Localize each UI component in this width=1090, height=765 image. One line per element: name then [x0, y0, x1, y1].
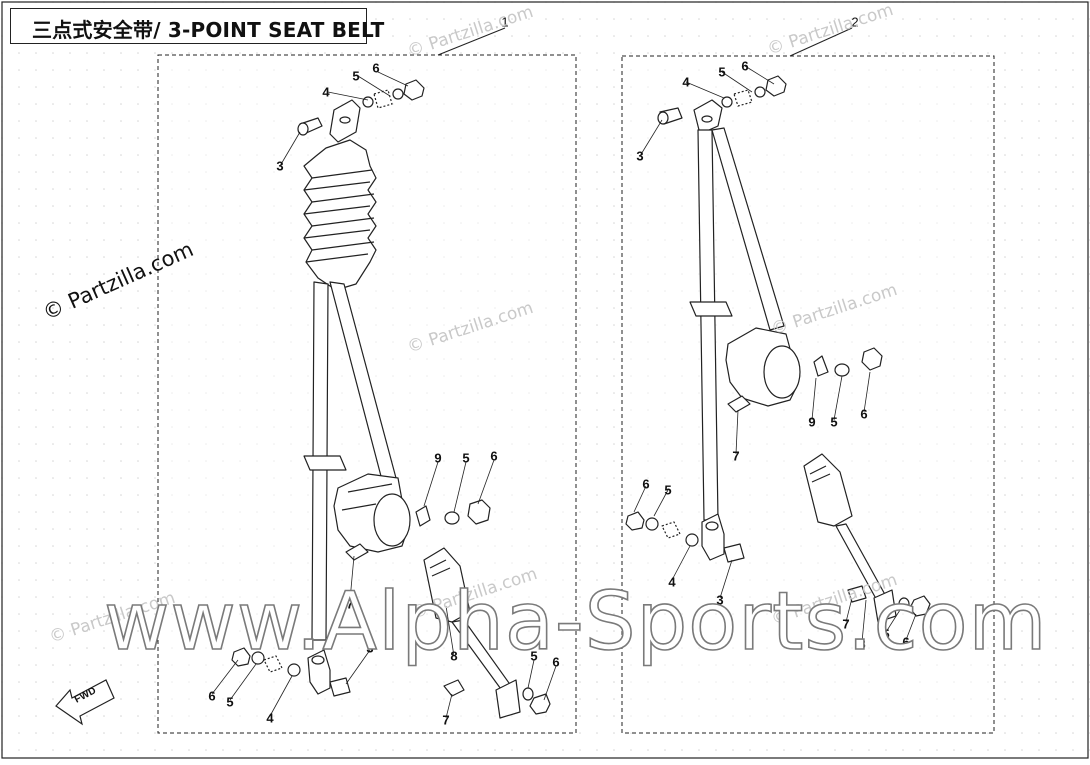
nut-right-lower: [625, 511, 645, 531]
bolt-right-mid: [727, 395, 751, 413]
callout-right-6-mid: 6: [860, 406, 868, 422]
watermark-alpha-sports: www.Alpha-Sports.com: [103, 574, 1048, 669]
callout-left-7-buckle: 7: [442, 712, 450, 728]
washer-left-upper-2: [392, 88, 404, 100]
callout-right-6-buckle: 6: [902, 634, 910, 650]
clip-right: [813, 355, 829, 377]
bolt-left-mid: [345, 543, 369, 561]
page-title: 三点式安全带/ 3-POINT SEAT BELT: [32, 18, 385, 42]
callout-left-5-upper: 5: [352, 68, 360, 84]
clip-left: [415, 505, 431, 527]
guide-tab-left: [303, 455, 347, 471]
nut-right-buckle: [909, 595, 931, 617]
callout-right-8: 8: [858, 636, 866, 652]
callout-left-8: 8: [450, 648, 458, 664]
plate-right-upper: [733, 89, 753, 107]
nut-left-upper: [403, 79, 425, 101]
callout-left-6-mid: 6: [490, 448, 498, 464]
retractor-cover-left: [373, 493, 411, 547]
shoulder-bolt-left-lower: [329, 677, 351, 697]
plate-right-lower: [661, 521, 681, 539]
callout-right-5-mid: 5: [830, 414, 838, 430]
webbing-diagonal-right: [711, 127, 785, 331]
washer-left-buckle: [522, 687, 534, 701]
shoulder-bolt-right-lower: [723, 543, 745, 563]
callout-left-4-upper: 4: [322, 84, 330, 100]
callout-right-7-buckle: 7: [842, 616, 850, 632]
callout-right-9: 9: [808, 414, 816, 430]
washer-right-buckle: [898, 597, 910, 611]
callout-right-4-lower: 4: [668, 574, 676, 590]
title-box: [10, 8, 367, 44]
retractor-cover-right: [763, 345, 801, 399]
bolt-right-buckle: [847, 585, 867, 603]
callout-left-3-lower: 3: [366, 640, 374, 656]
washer-left-lower-2: [287, 663, 301, 677]
anchor-hole-left: [339, 116, 351, 124]
callout-left-3-upper: 3: [276, 158, 284, 174]
buckle-right: [803, 453, 853, 527]
frame-number-2: 2: [851, 14, 859, 30]
bolt-left-buckle: [443, 679, 465, 697]
callout-left-6-lower: 6: [208, 688, 216, 704]
guide-tab-right: [689, 301, 733, 317]
frame-1-leader: [437, 27, 506, 56]
nut-right-mid: [861, 347, 883, 371]
washer-right-mid: [834, 363, 850, 377]
callout-left-7-mid: 7: [346, 596, 354, 612]
callout-left-9: 9: [434, 450, 442, 466]
callout-right-7-mid: 7: [732, 448, 740, 464]
callout-left-4-lower: 4: [266, 710, 274, 726]
buckle-left: [423, 547, 471, 623]
washer-right-upper-2: [754, 86, 766, 98]
callout-right-4-upper: 4: [682, 74, 690, 90]
callout-right-3-upper: 3: [636, 148, 644, 164]
callout-left-6-upper: 6: [372, 60, 380, 76]
nut-left-mid: [467, 499, 491, 525]
fwd-arrow-icon: [55, 679, 115, 726]
washer-left-lower: [251, 651, 265, 665]
buckle-bracket-left: [495, 679, 521, 719]
bellows-boot-left: [303, 139, 377, 291]
callout-left-6-buckle: 6: [552, 654, 560, 670]
washer-left-upper: [362, 96, 374, 108]
callout-left-5-mid: 5: [462, 450, 470, 466]
callout-right-3-lower: 3: [716, 592, 724, 608]
anchor-hole-right: [701, 115, 713, 123]
frame-2-leader: [789, 27, 853, 57]
plate-left-lower: [263, 655, 283, 673]
callout-left-5-buckle: 5: [530, 648, 538, 664]
washer-left-mid: [444, 511, 460, 525]
callout-right-6-upper: 6: [741, 58, 749, 74]
washer-right-upper: [721, 96, 733, 108]
callout-right-5-lower: 5: [664, 482, 672, 498]
frame-number-1: 1: [501, 14, 509, 30]
frame-assembly-2: [621, 55, 995, 734]
nut-right-upper: [765, 75, 787, 97]
callout-right-5-buckle: 5: [882, 626, 890, 642]
bolt-head-left-upper: [297, 122, 309, 136]
callout-right-5-upper: 5: [718, 64, 726, 80]
washer-right-lower: [645, 517, 659, 531]
callout-right-6-lower: 6: [642, 476, 650, 492]
callout-left-5-lower: 5: [226, 694, 234, 710]
washer-right-lower-2: [685, 533, 699, 547]
